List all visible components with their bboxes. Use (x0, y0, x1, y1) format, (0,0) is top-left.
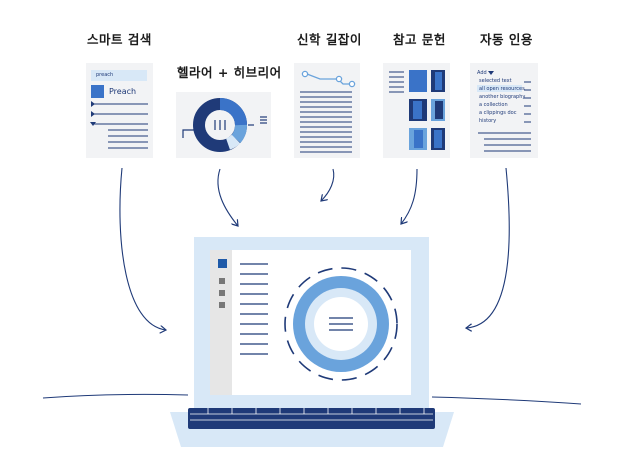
laptop-illustration (170, 237, 454, 447)
greek-hebrew-illustration (182, 98, 267, 152)
highlighted-option (477, 85, 522, 92)
donut-segment-mid (219, 98, 247, 126)
chevron-down-icon (488, 71, 494, 75)
arrow-auto-citation (466, 167, 510, 328)
dial-dashed-ring (284, 267, 398, 381)
theology-guide-illustration (300, 70, 356, 153)
feature-title-greek-hebrew: 헬라어 + 히브리어 (177, 65, 282, 80)
donut-segment-light (231, 124, 247, 143)
donut-segment-pale (225, 134, 241, 150)
flow-arrows (119, 167, 510, 330)
citation-option: a collection (479, 102, 508, 108)
feature-title-theology-guide: 신학 길잡이 (297, 32, 362, 47)
feature-title-smart-search: 스마트 검색 (87, 32, 152, 47)
citation-add-label: Add (477, 70, 487, 76)
collapse-arrow-icon (90, 122, 96, 126)
feature-title-auto-citation: 자동 인용 (480, 32, 533, 47)
citation-option: all open resources (479, 86, 525, 92)
arrow-bibliography (401, 168, 418, 224)
citation-option: selected text (479, 78, 512, 84)
smart-search-illustration (90, 70, 148, 149)
auto-citation-illustration (477, 71, 531, 152)
bibliography-illustration (389, 70, 445, 150)
result-square-icon (91, 85, 104, 98)
search-result-text: Preach (109, 87, 137, 96)
arrow-theology-guide (321, 168, 335, 201)
citation-option: history (479, 118, 497, 124)
expand-arrow-icon (91, 101, 95, 107)
citation-option: another biography (479, 94, 526, 100)
auto-citation-card (470, 63, 538, 158)
expand-arrow-icon (91, 111, 95, 117)
arrow-greek-hebrew (217, 168, 238, 226)
citation-option: a clippings doc (479, 110, 517, 116)
horizon-line (42, 393, 582, 405)
search-query-text: preach (96, 72, 114, 78)
book-cover (409, 70, 427, 92)
search-query-box (91, 70, 147, 81)
feature-title-bibliography: 참고 문헌 (393, 32, 446, 47)
sidebar-active-icon (218, 259, 227, 268)
screen-sidebar (210, 250, 232, 395)
keyboard (188, 408, 435, 429)
arrow-smart-search (119, 167, 166, 330)
